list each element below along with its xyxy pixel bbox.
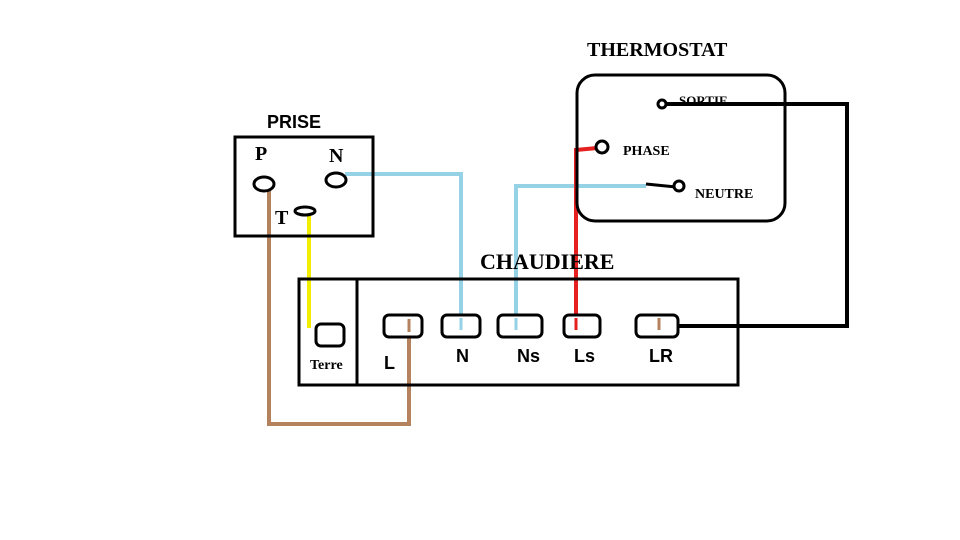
return-wire — [661, 102, 849, 328]
terminal-label-ns: Ns — [517, 346, 540, 366]
thermostat-sortie-terminal — [656, 98, 668, 110]
terminal-label-lr: LR — [649, 346, 673, 366]
prise-box — [233, 135, 375, 238]
terre-label: Terre — [310, 358, 343, 373]
prise-t-socket — [293, 205, 317, 217]
thermostat-neutre-label: NEUTRE — [695, 187, 753, 202]
thermostat-neutre-terminal — [672, 179, 686, 193]
chaudiere-title: CHAUDIERE — [480, 249, 614, 274]
terminal-ns — [496, 313, 544, 339]
terminal-lr — [634, 313, 680, 339]
prise-title: PRISE — [267, 112, 321, 132]
neutre-link — [645, 182, 677, 189]
live-wire — [267, 187, 411, 426]
thermostat-sortie-label: SORTIE — [679, 93, 728, 108]
terre-terminal — [314, 322, 346, 348]
neutral-wire-prise — [345, 172, 463, 322]
prise-n-label: N — [329, 145, 344, 167]
thermostat-box — [575, 73, 787, 223]
thermostat-title: THERMOSTAT — [587, 39, 728, 61]
prise-p-label: P — [255, 143, 267, 165]
terminal-l — [382, 313, 424, 339]
terminal-label-l: L — [384, 353, 395, 373]
phase-wire — [574, 145, 609, 322]
prise-p-socket — [252, 175, 276, 193]
terminal-ls — [562, 313, 602, 339]
thermostat-phase-label: PHASE — [623, 144, 670, 159]
chaudiere-box — [297, 277, 740, 387]
prise-n-socket — [324, 171, 348, 189]
prise-t-label: T — [275, 207, 289, 229]
neutral-wire-thermostat — [514, 184, 646, 322]
terminal-label-n: N — [456, 346, 469, 366]
terminal-label-ls: Ls — [574, 346, 595, 366]
thermostat-phase-terminal — [594, 139, 610, 155]
